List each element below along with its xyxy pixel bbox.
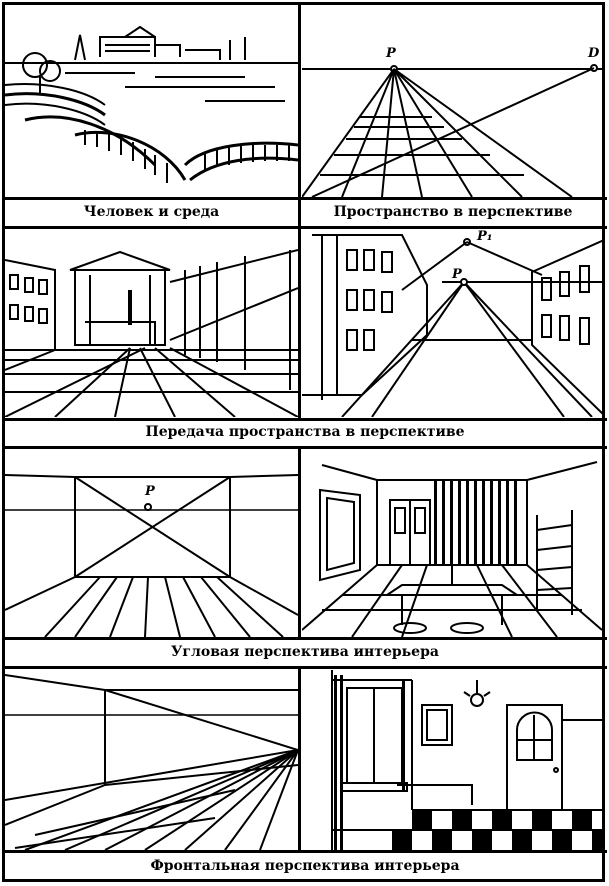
- caption-human-environment: Человек и среда: [83, 204, 220, 220]
- caption-frontal-perspective: Фронтальная перспектива интерьера: [150, 858, 460, 874]
- panel-street-perspective: P₁ P: [302, 230, 604, 417]
- panel-frontal-interior-room: [331, 670, 604, 850]
- point-d-label: D: [587, 46, 600, 61]
- divider-row2-caption: [2, 446, 607, 449]
- caption-angular-perspective: Угловая перспектива интерьера: [171, 644, 439, 660]
- panel-angular-interior-scheme: P: [5, 474, 298, 637]
- divider-row2-bottom: [2, 418, 607, 421]
- divider-col-row2: [298, 226, 301, 418]
- divider-col-row3: [298, 446, 301, 637]
- divider-col-row4: [298, 666, 301, 850]
- panel-frontal-interior-scheme: [5, 674, 298, 850]
- panel-human-environment: [5, 25, 298, 183]
- divider-row3-bottom: [2, 637, 607, 640]
- point-p1-label: P₁: [476, 230, 492, 244]
- divider-col-row1: [298, 2, 301, 226]
- divider-row4-bottom: [2, 850, 607, 853]
- point-p-street-label: P: [451, 267, 463, 282]
- divider-row3-caption: [2, 666, 607, 669]
- divider-row1-caption: [2, 226, 607, 229]
- point-p-angular-label: P: [144, 484, 156, 499]
- caption-space-perspective: Пространство в перспективе: [333, 204, 573, 220]
- panel-space-perspective: P D: [302, 46, 604, 197]
- panel-city-square: [5, 249, 298, 417]
- caption-transfer-space: Передача пространства в перспективе: [145, 424, 465, 440]
- panel-angular-interior-room: [302, 461, 603, 637]
- divider-row1-bottom: [2, 197, 607, 200]
- point-p-label: P: [385, 46, 397, 61]
